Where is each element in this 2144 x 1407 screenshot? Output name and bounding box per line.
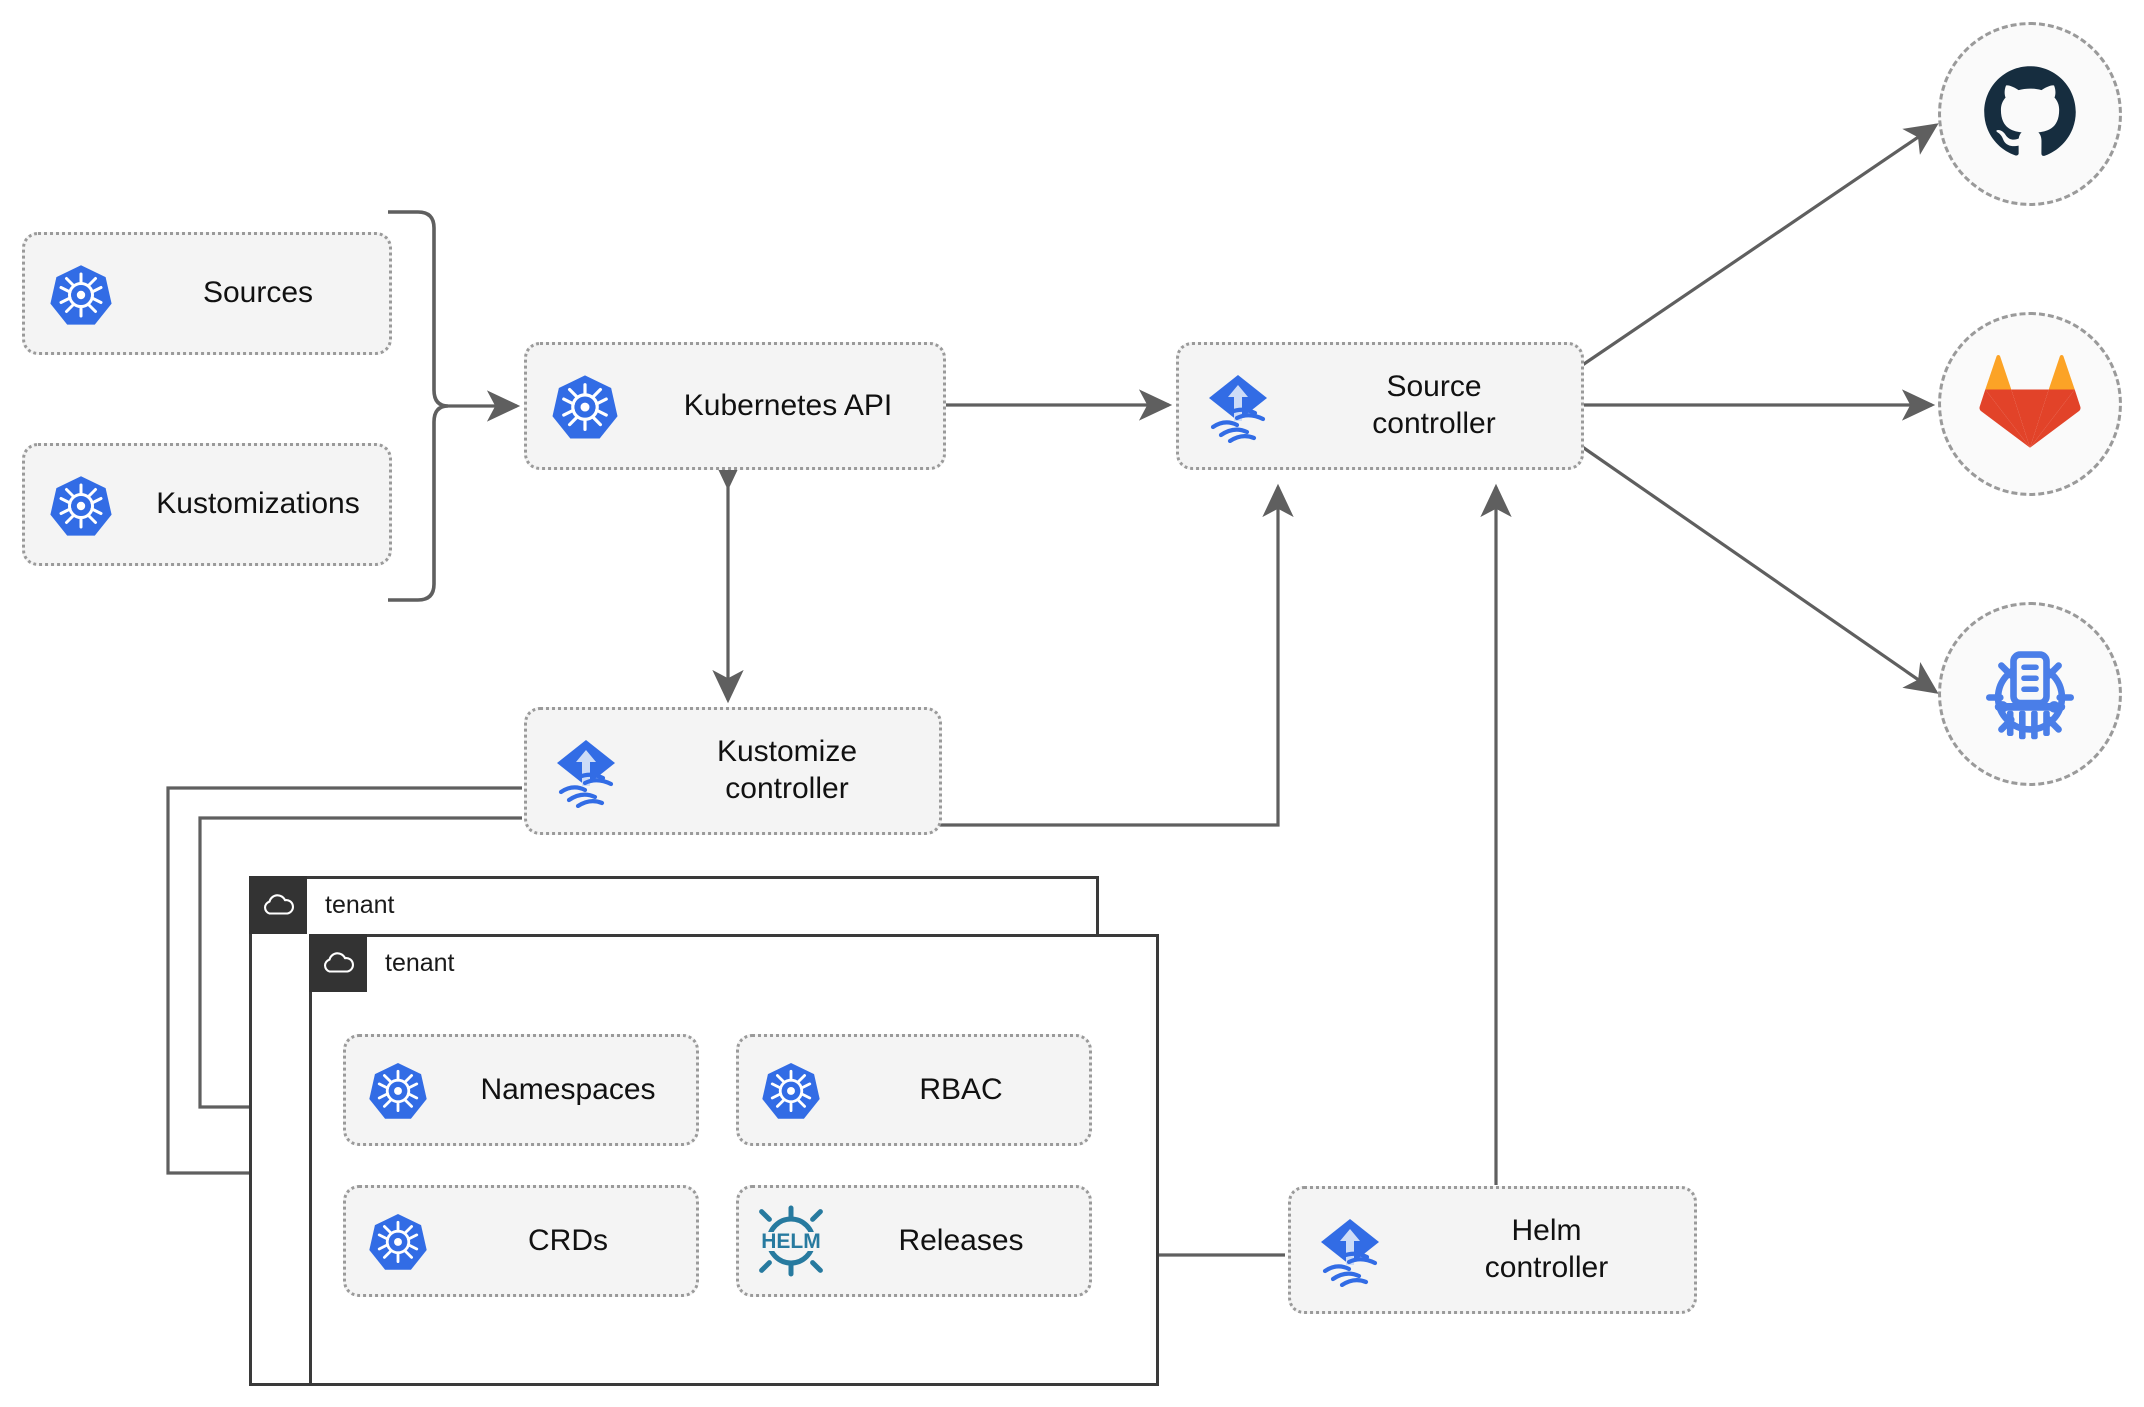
card-sources-label: Sources xyxy=(202,276,314,310)
card-kustomizations[interactable]: Kustomizations xyxy=(22,443,392,566)
arrow-source-to-github xyxy=(1580,123,1939,368)
card-kustomize-controller-label: Kustomize controller xyxy=(716,735,858,805)
card-source-controller[interactable]: Source controller xyxy=(1176,342,1584,470)
card-crds[interactable]: CRDs xyxy=(343,1185,699,1297)
arrow-source-to-harbor xyxy=(1580,444,1939,694)
helm-icon: HELM xyxy=(739,1204,843,1278)
card-helm-controller-label: Helm controller xyxy=(1484,1214,1609,1284)
svg-text:HELM: HELM xyxy=(761,1230,821,1253)
kubernetes-icon xyxy=(346,1060,450,1120)
card-rbac-label: RBAC xyxy=(919,1072,1003,1106)
kubernetes-icon xyxy=(25,473,137,537)
external-github[interactable] xyxy=(1938,22,2122,206)
card-kubernetes-api[interactable]: Kubernetes API xyxy=(524,342,946,470)
flux-icon xyxy=(527,734,645,808)
tenant-window-front[interactable]: tenant xyxy=(309,934,1159,1386)
kubernetes-icon xyxy=(25,262,137,326)
card-kubernetes-api-label: Kubernetes API xyxy=(683,388,893,422)
external-harbor[interactable] xyxy=(1938,602,2122,786)
tenant-label-back: tenant xyxy=(325,890,395,919)
card-helm-controller[interactable]: Helm controller xyxy=(1288,1186,1697,1314)
flux-icon xyxy=(1179,369,1297,443)
harbor-icon xyxy=(1975,637,2085,752)
github-icon xyxy=(1978,60,2082,169)
card-releases[interactable]: HELM Releases xyxy=(736,1185,1092,1297)
card-source-controller-label: Source controller xyxy=(1372,370,1496,440)
arrow-kustomize-to-source xyxy=(940,483,1294,827)
kubernetes-icon xyxy=(346,1211,450,1271)
card-crds-label: CRDs xyxy=(528,1223,608,1257)
external-gitlab[interactable] xyxy=(1938,312,2122,496)
brace-sources-group xyxy=(388,210,449,602)
card-namespaces-label: Namespaces xyxy=(480,1072,656,1106)
cloud-icon xyxy=(249,876,307,934)
tenant-tab-back: tenant xyxy=(249,876,395,934)
card-kustomizations-label: Kustomizations xyxy=(156,487,360,521)
flux-icon xyxy=(1291,1213,1409,1287)
card-rbac[interactable]: RBAC xyxy=(736,1034,1092,1146)
cloud-icon xyxy=(309,934,367,992)
card-kustomize-controller[interactable]: Kustomize controller xyxy=(524,707,942,835)
kubernetes-icon xyxy=(739,1060,843,1120)
gitlab-icon xyxy=(1978,354,2082,455)
card-releases-label: Releases xyxy=(898,1223,1024,1257)
kubernetes-icon xyxy=(527,372,643,440)
card-sources[interactable]: Sources xyxy=(22,232,392,355)
tenant-tab-front: tenant xyxy=(309,934,455,992)
card-namespaces[interactable]: Namespaces xyxy=(343,1034,699,1146)
tenant-label-front: tenant xyxy=(385,948,455,977)
